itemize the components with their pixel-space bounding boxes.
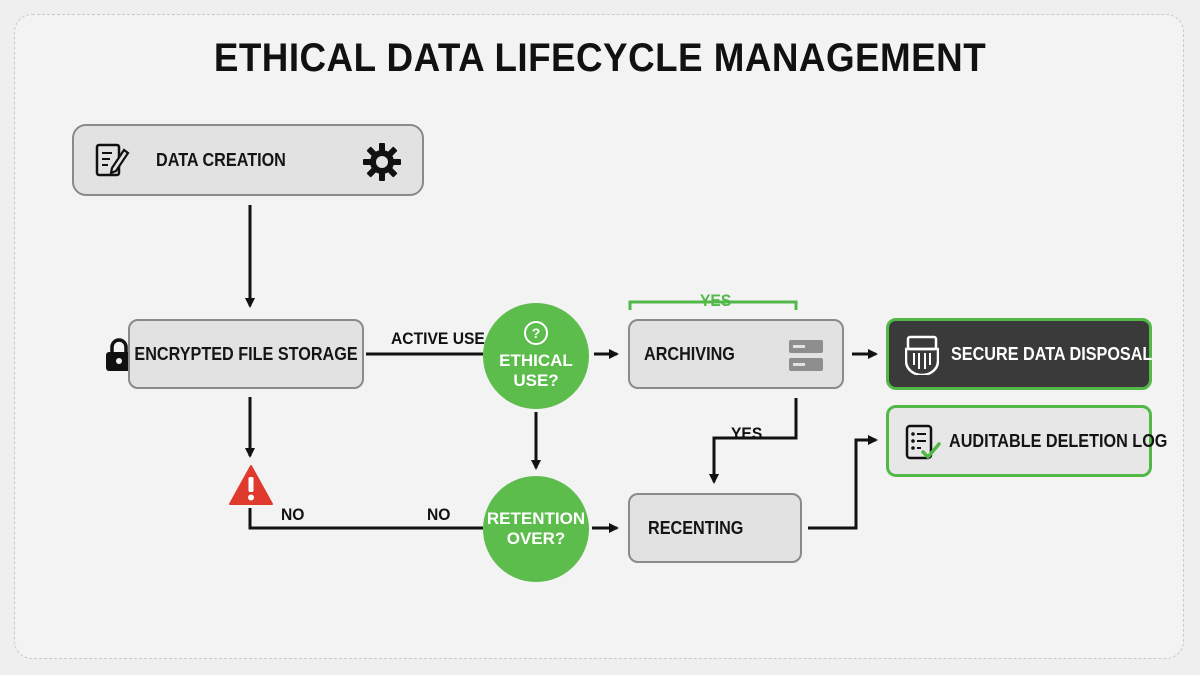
decision-line-1: RETENTION (486, 509, 586, 528)
decision-line-2: USE? (513, 371, 559, 390)
node-deletion-log[interactable]: AUDITABLE DELETION LOG (886, 405, 1167, 477)
diagram-title: ETHICAL DATA LIFECYCLE MANAGEMENT (213, 36, 987, 80)
node-encrypted-storage[interactable]: ENCRYPTED FILE STORAGE (128, 319, 364, 389)
checklist-icon (905, 424, 941, 467)
edge-label-yes-top: YES (700, 291, 732, 310)
edge-label-active-use: ACTIVE USE (391, 329, 485, 348)
question-icon: ? (524, 321, 548, 345)
node-label: ARCHIVING (644, 343, 735, 364)
node-label: SECURE DATA DISPOSAL (951, 343, 1153, 364)
decision-retention-over[interactable]: RETENTION OVER? (483, 476, 589, 582)
lock-icon (104, 337, 134, 378)
form-edit-icon (94, 142, 130, 185)
decision-line-1: ETHICAL (499, 351, 573, 370)
node-label: RECENTING (648, 517, 744, 538)
node-data-creation[interactable]: DATA CREATION (72, 124, 424, 196)
yes-bracket (628, 300, 798, 310)
node-archiving[interactable]: ARCHIVING (628, 319, 844, 389)
warning-icon (228, 464, 274, 511)
server-icon (788, 339, 824, 378)
edge-label-no-left: NO (281, 505, 305, 524)
node-label: AUDITABLE DELETION LOG (949, 430, 1168, 451)
node-label: ENCRYPTED FILE STORAGE (134, 343, 358, 364)
line-warning-to-retention (248, 508, 483, 530)
arrow-recenting-to-log (808, 435, 878, 530)
gear-icon (362, 142, 402, 187)
node-label: DATA CREATION (156, 149, 286, 170)
arrow-archiving-to-recenting (709, 398, 798, 484)
decision-line-2: OVER? (506, 529, 566, 548)
edge-label-yes-mid: YES (731, 424, 763, 443)
decision-ethical-use[interactable]: ? ETHICAL USE? (483, 303, 589, 409)
edge-label-no-right: NO (427, 505, 451, 524)
shredder-icon (904, 335, 940, 380)
node-recenting[interactable]: RECENTING (628, 493, 802, 563)
node-secure-disposal[interactable]: SECURE DATA DISPOSAL (886, 318, 1152, 390)
